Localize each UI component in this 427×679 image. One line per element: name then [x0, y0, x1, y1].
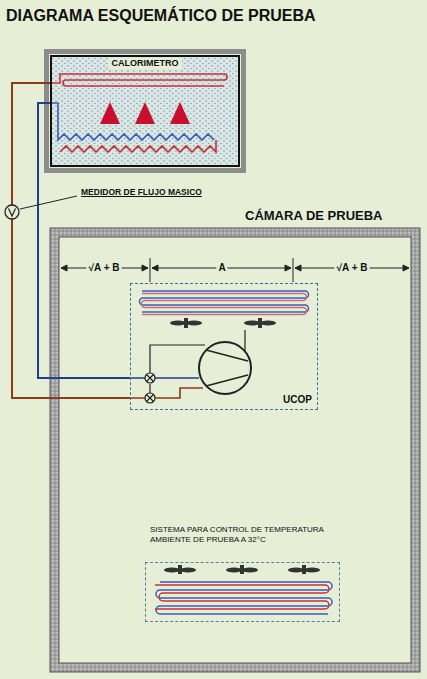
- label-holder: √A + B: [335, 262, 370, 274]
- dimension-label: √A + B: [335, 262, 370, 274]
- fans-part: [184, 318, 188, 328]
- ucop-piping-part: [131, 377, 199, 379]
- ucop-piping: [131, 330, 245, 398]
- ambient-fans-part: [226, 568, 242, 573]
- node-text: SISTEMA PARA CONTROL DE TEMPERATURA AMBI…: [150, 525, 365, 545]
- ambient-fans-part: [304, 568, 320, 573]
- mass-flow-meter-part: [9, 209, 16, 217]
- meter-callout: MEDIDOR DE FLUJO MASICO: [79, 186, 204, 198]
- leader-line-part: [20, 196, 77, 209]
- node-text: CALORIMETRO: [109, 58, 182, 69]
- label-holder: MEDIDOR DE FLUJO MASICO: [79, 186, 204, 198]
- valves-part: [145, 373, 155, 383]
- dimension-label: √A + B: [87, 262, 122, 274]
- valves-part: [147, 375, 154, 382]
- ambient-coil: [155, 582, 332, 614]
- fans-part: [260, 321, 276, 326]
- valves-part: [147, 395, 154, 402]
- condenser-coil-part: [142, 294, 307, 315]
- dimension-label: A: [216, 262, 227, 274]
- condenser-coil: [140, 291, 309, 315]
- chamber-wall-part: [59, 237, 411, 663]
- ambient-control-box: SISTEMA PARA CONTROL DE TEMPERATURA AMBI…: [145, 562, 340, 622]
- ambient-fans-part: [302, 565, 306, 574]
- heat-triangles: [100, 102, 190, 124]
- calorimeter-housing: [47, 52, 244, 171]
- ucop-piping-part: [131, 388, 203, 398]
- calorimeter-housing-part: [47, 52, 244, 171]
- compressor-part: [199, 342, 251, 394]
- label-holder: A: [216, 262, 227, 274]
- ambient-fans-part: [178, 565, 182, 574]
- leader-line: [20, 196, 77, 209]
- fans-part: [244, 321, 260, 326]
- valves-part: [145, 393, 155, 403]
- heat-triangles-part: [170, 102, 190, 124]
- ambient-fans-part: [180, 568, 196, 573]
- label-holder: √A + B: [87, 262, 122, 274]
- ambient-coil-part: [155, 585, 329, 609]
- valves: [145, 373, 155, 403]
- calorimeter-housing-part: [52, 57, 238, 165]
- heat-triangles-part: [135, 102, 155, 124]
- calorimeter-box: CALORIMETRO: [50, 55, 240, 167]
- title: DIAGRAMA ESQUEMÁTICO DE PRUEBA: [6, 7, 316, 25]
- ucop-piping-part: [150, 330, 245, 393]
- calorimeter-coil: [52, 74, 227, 152]
- compressor-part: [206, 350, 248, 386]
- ambient-fans-part: [164, 568, 180, 573]
- chamber-wall: [50, 228, 420, 672]
- ambient-fans-part: [240, 565, 244, 574]
- chamber-wall-part: [50, 228, 420, 672]
- ambient-coil-part: [156, 582, 332, 614]
- mass-flow-meter: [5, 205, 19, 219]
- dimension-lines-part: [150, 258, 293, 282]
- ambient-fans: [164, 565, 320, 574]
- pipe-connector: [12, 83, 130, 398]
- calorimeter-coil-part: [52, 103, 214, 140]
- title-holder: DIAGRAMA ESQUEMÁTICO DE PRUEBA: [6, 7, 316, 25]
- node-text: UCOP: [283, 394, 312, 406]
- fans-part: [170, 321, 186, 326]
- compressor: [199, 342, 251, 394]
- heat-triangles-part: [100, 102, 120, 124]
- calorimeter-coil-part: [60, 140, 216, 152]
- fans: [170, 318, 276, 328]
- calorimeter-coil-part: [52, 74, 227, 86]
- ambient-fans-part: [242, 568, 258, 573]
- mass-flow-meter-part: [5, 205, 19, 219]
- node-text: CÁMARA DE PRUEBA: [245, 208, 382, 223]
- dimension-lines: [61, 258, 409, 282]
- chamber-wall-part: [55, 233, 416, 668]
- ambient-fans-part: [288, 568, 304, 573]
- fans-part: [186, 321, 202, 326]
- condensing-unit: UCOP: [130, 283, 318, 410]
- test-chamber: UCOP SISTEMA PARA CONTROL DE TEMPERATURA …: [50, 228, 420, 672]
- fans-part: [258, 318, 262, 328]
